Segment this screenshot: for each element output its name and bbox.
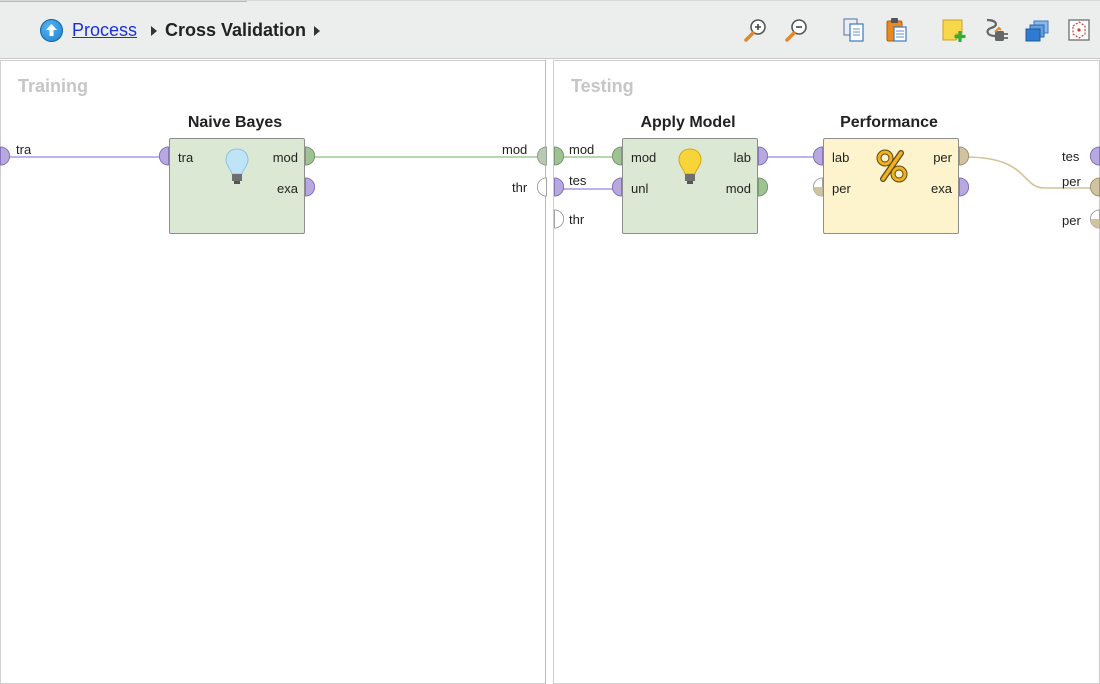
naive-bayes-exa-label: exa xyxy=(277,181,298,196)
performance-per-out-label: per xyxy=(933,150,952,165)
testing-mod-input-label: mod xyxy=(569,142,595,157)
auto-wire-button[interactable] xyxy=(981,16,1009,44)
paste-icon xyxy=(886,18,907,42)
performance-per-in-port[interactable] xyxy=(811,177,823,197)
testing-tes-input-port[interactable] xyxy=(554,177,566,197)
apply-model-lab-port[interactable] xyxy=(758,146,770,166)
apply-model-mod-out-port[interactable] xyxy=(758,177,770,197)
performance-lab-label: lab xyxy=(832,150,850,165)
testing-per-output-port-2[interactable] xyxy=(1088,209,1100,229)
performance-title: Performance xyxy=(840,114,938,131)
percent-icon xyxy=(876,149,908,183)
training-mod-output-label: mod xyxy=(502,142,528,157)
testing-tes-input-label: tes xyxy=(569,173,587,188)
performance-per-in-label: per xyxy=(832,181,851,196)
naive-bayes-title: Naive Bayes xyxy=(187,114,283,131)
lightbulb-icon xyxy=(678,148,702,184)
breadcrumb-separator-icon xyxy=(151,26,157,36)
testing-thr-input-label: thr xyxy=(569,212,585,227)
testing-thr-input-port[interactable] xyxy=(554,209,566,229)
training-input-port[interactable] xyxy=(0,146,12,166)
performance-per-out-port[interactable] xyxy=(959,146,971,166)
naive-bayes-in-label: tra xyxy=(178,150,194,165)
breadcrumb-next-icon[interactable] xyxy=(314,26,320,36)
testing-panel-title: Testing xyxy=(571,76,634,96)
performance-exa-port[interactable] xyxy=(959,177,971,197)
paste-button[interactable] xyxy=(883,16,911,44)
copy-button[interactable] xyxy=(840,16,868,44)
naive-bayes-tra-port[interactable] xyxy=(157,146,169,166)
add-note-icon xyxy=(942,19,966,42)
zoom-in-button[interactable] xyxy=(742,16,770,44)
performance-lab-port[interactable] xyxy=(811,146,823,166)
copy-icon xyxy=(843,18,864,42)
zoom-out-button[interactable] xyxy=(783,16,811,44)
naive-bayes-operator[interactable]: tra mod exa xyxy=(169,138,305,234)
apply-model-unl-port[interactable] xyxy=(610,177,622,197)
training-panel-title: Training xyxy=(18,76,89,96)
testing-per-output-label-2: per xyxy=(1062,213,1081,228)
auto-wire-icon xyxy=(986,18,1008,41)
apply-model-mod-out-label: mod xyxy=(725,181,751,196)
training-input-label: tra xyxy=(16,142,32,157)
testing-tes-output-label: tes xyxy=(1062,149,1080,164)
performance-exa-label: exa xyxy=(931,181,952,196)
zoom-out-icon xyxy=(785,19,807,42)
training-thr-output-port[interactable] xyxy=(535,177,547,197)
add-note-button[interactable] xyxy=(940,16,968,44)
apply-model-lab-label: lab xyxy=(733,150,751,165)
layers-icon xyxy=(1025,20,1049,42)
testing-per-output-port-1[interactable] xyxy=(1088,177,1100,197)
training-mod-output-port[interactable] xyxy=(535,146,547,166)
testing-tes-output-port[interactable] xyxy=(1088,146,1100,166)
apply-model-unl-label: unl xyxy=(631,181,649,196)
testing-mod-input-port[interactable] xyxy=(554,146,566,166)
naive-bayes-exa-port[interactable] xyxy=(305,177,317,197)
fit-view-icon xyxy=(1068,19,1090,41)
layers-button[interactable] xyxy=(1023,16,1051,44)
fit-view-button[interactable] xyxy=(1065,16,1093,44)
up-level-icon[interactable] xyxy=(40,19,63,42)
apply-model-title: Apply Model xyxy=(640,114,736,131)
apply-model-operator[interactable]: mod unl lab mod xyxy=(622,138,758,234)
toolbar-top-line xyxy=(0,1,247,2)
naive-bayes-mod-port[interactable] xyxy=(305,146,317,166)
naive-bayes-mod-label: mod xyxy=(272,150,298,165)
lightbulb-icon xyxy=(225,148,249,184)
training-thr-output-label: thr xyxy=(512,180,528,195)
breadcrumb-current: Cross Validation xyxy=(165,20,307,40)
apply-model-mod-in-port[interactable] xyxy=(610,146,622,166)
zoom-in-icon xyxy=(744,19,766,42)
breadcrumb-process-link[interactable]: Process xyxy=(72,20,138,40)
apply-model-mod-in-label: mod xyxy=(631,150,657,165)
breadcrumb-toolbar: Process Cross Validation xyxy=(0,0,1100,59)
testing-per-output-label-1: per xyxy=(1062,174,1081,189)
performance-operator[interactable]: lab per per exa xyxy=(823,138,959,234)
